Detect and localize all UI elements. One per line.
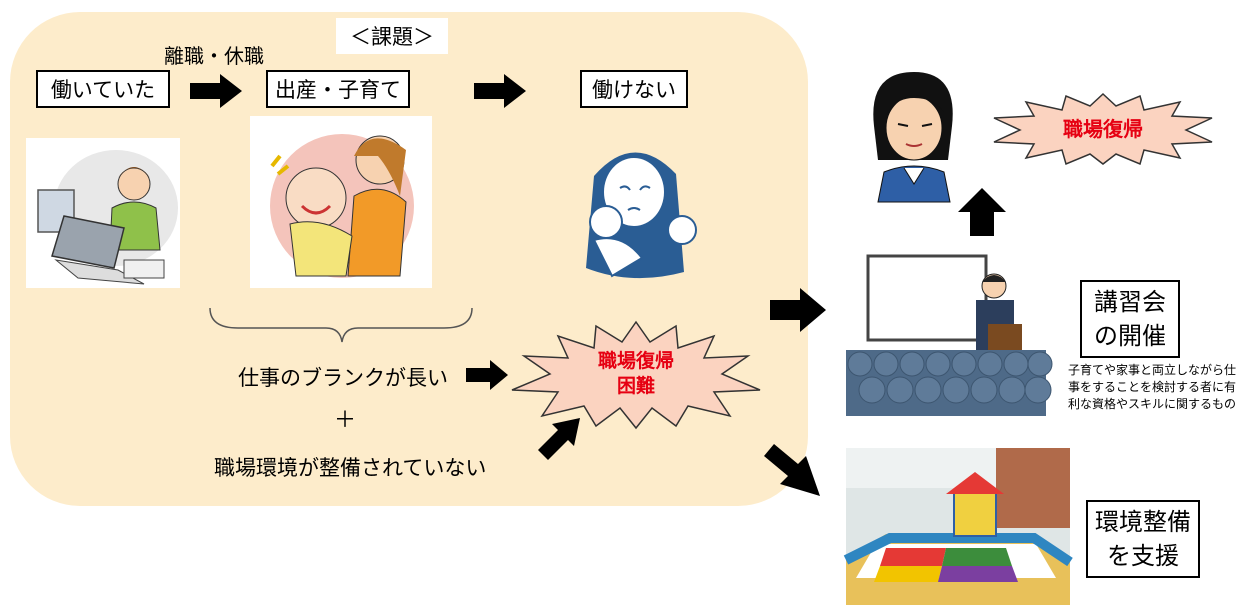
arrow-up-right-icon [538, 418, 580, 460]
arrow-right-icon [474, 74, 526, 108]
seminar-illustration [846, 254, 1053, 416]
transition-label: 離職・休職 [164, 44, 264, 68]
arrow-right-icon [770, 288, 826, 332]
office-worker-illustration [26, 138, 180, 288]
problem-line-1: 職場復帰 [597, 350, 674, 372]
goal-burst-text: 職場復帰 [1063, 116, 1143, 141]
seminar-line-2: の開催 [1094, 322, 1166, 350]
cause-blank-period: 仕事のブランクが長い [238, 366, 448, 390]
brace-bracket [209, 307, 473, 343]
panel-title: ＜課題＞ [336, 18, 448, 54]
seminar-line-1: 講習会 [1094, 288, 1166, 316]
problem-burst-text: 職場復帰 困難 [560, 344, 712, 404]
arrow-right-icon [190, 74, 242, 108]
environment-line-1: 環境整備 [1095, 508, 1191, 536]
plus-sign: ＋ [334, 408, 357, 433]
seminar-box: 講習会 の開催 [1080, 280, 1180, 358]
goal-burst-shape [993, 92, 1213, 166]
arrow-right-icon [466, 360, 508, 390]
sad-mother-illustration [586, 152, 697, 279]
mother-crying-baby-illustration [250, 116, 432, 288]
problem-line-2: 困難 [616, 375, 655, 397]
stage-childbirth: 出産・子育て [266, 70, 410, 108]
arrow-up-icon [958, 188, 1006, 236]
stage-working: 働いていた [36, 70, 170, 108]
arrow-down-right-icon [764, 444, 820, 496]
stage-cannot-work: 働けない [580, 70, 688, 108]
kids-play-area-photo [843, 448, 1073, 605]
cause-environment: 職場環境が整備されていない [214, 456, 487, 480]
environment-box: 環境整備 を支援 [1086, 500, 1200, 578]
businesswoman-illustration [873, 72, 953, 203]
seminar-description: 子育てや家事と両立しながら仕事をすることを検討する者に有利な資格やスキルに関する… [1068, 363, 1237, 411]
environment-line-2: を支援 [1107, 542, 1179, 570]
problem-burst-shape [511, 320, 761, 430]
